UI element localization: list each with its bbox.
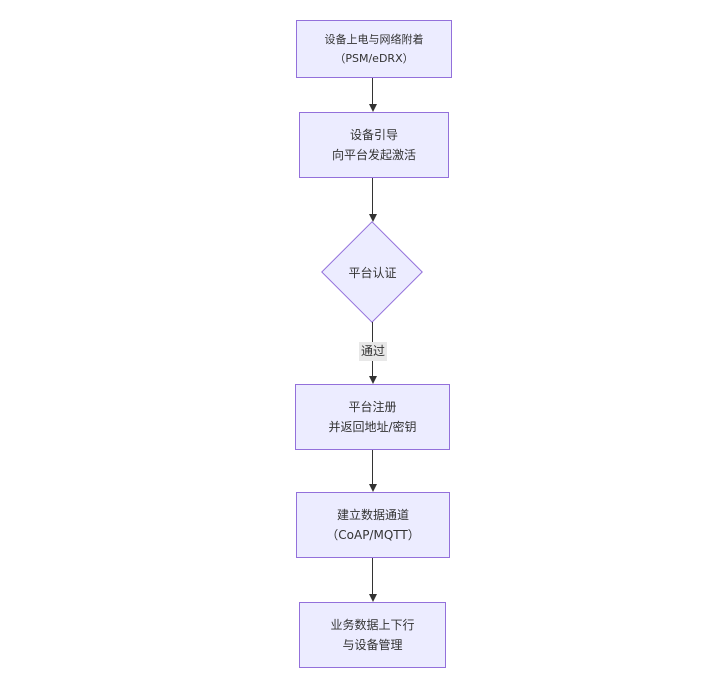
node-platform-register-line1: 平台注册 [348,399,397,414]
node-business-data-line2: 与设备管理 [342,638,403,652]
arrowhead-down-icon [369,104,377,112]
edge-register-to-channel [372,450,373,486]
node-bootstrap-line2: 向平台发起激活 [331,148,416,162]
node-power-attach-line1: 设备上电与网络附着 [324,32,424,46]
node-data-channel-line1: 建立数据通道 [336,507,409,522]
arrowhead-down-icon [369,484,377,492]
arrowhead-down-icon [369,594,377,602]
node-data-channel: 建立数据通道 （CoAP/MQTT） [296,492,450,558]
node-platform-register-line2: 并返回地址/密钥 [328,420,417,434]
node-platform-register: 平台注册 并返回地址/密钥 [295,384,450,450]
arrowhead-down-icon [369,376,377,384]
node-power-attach: 设备上电与网络附着 （PSM/eDRX） [296,20,452,78]
node-business-data-line1: 业务数据上下行 [330,617,415,632]
arrowhead-down-icon [369,214,377,222]
node-power-attach-line2: （PSM/eDRX） [334,52,414,65]
edge-power-to-bootstrap [372,78,373,106]
node-business-data: 业务数据上下行 与设备管理 [299,602,446,668]
decision-platform-auth-label: 平台认证 [348,265,397,280]
node-data-channel-line2: （CoAP/MQTT） [326,528,420,542]
edge-label-pass: 通过 [358,342,388,361]
edge-channel-to-business [372,558,373,596]
edge-bootstrap-to-auth [372,178,373,216]
node-bootstrap-line1: 设备引导 [349,127,398,142]
node-bootstrap: 设备引导 向平台发起激活 [299,112,449,178]
